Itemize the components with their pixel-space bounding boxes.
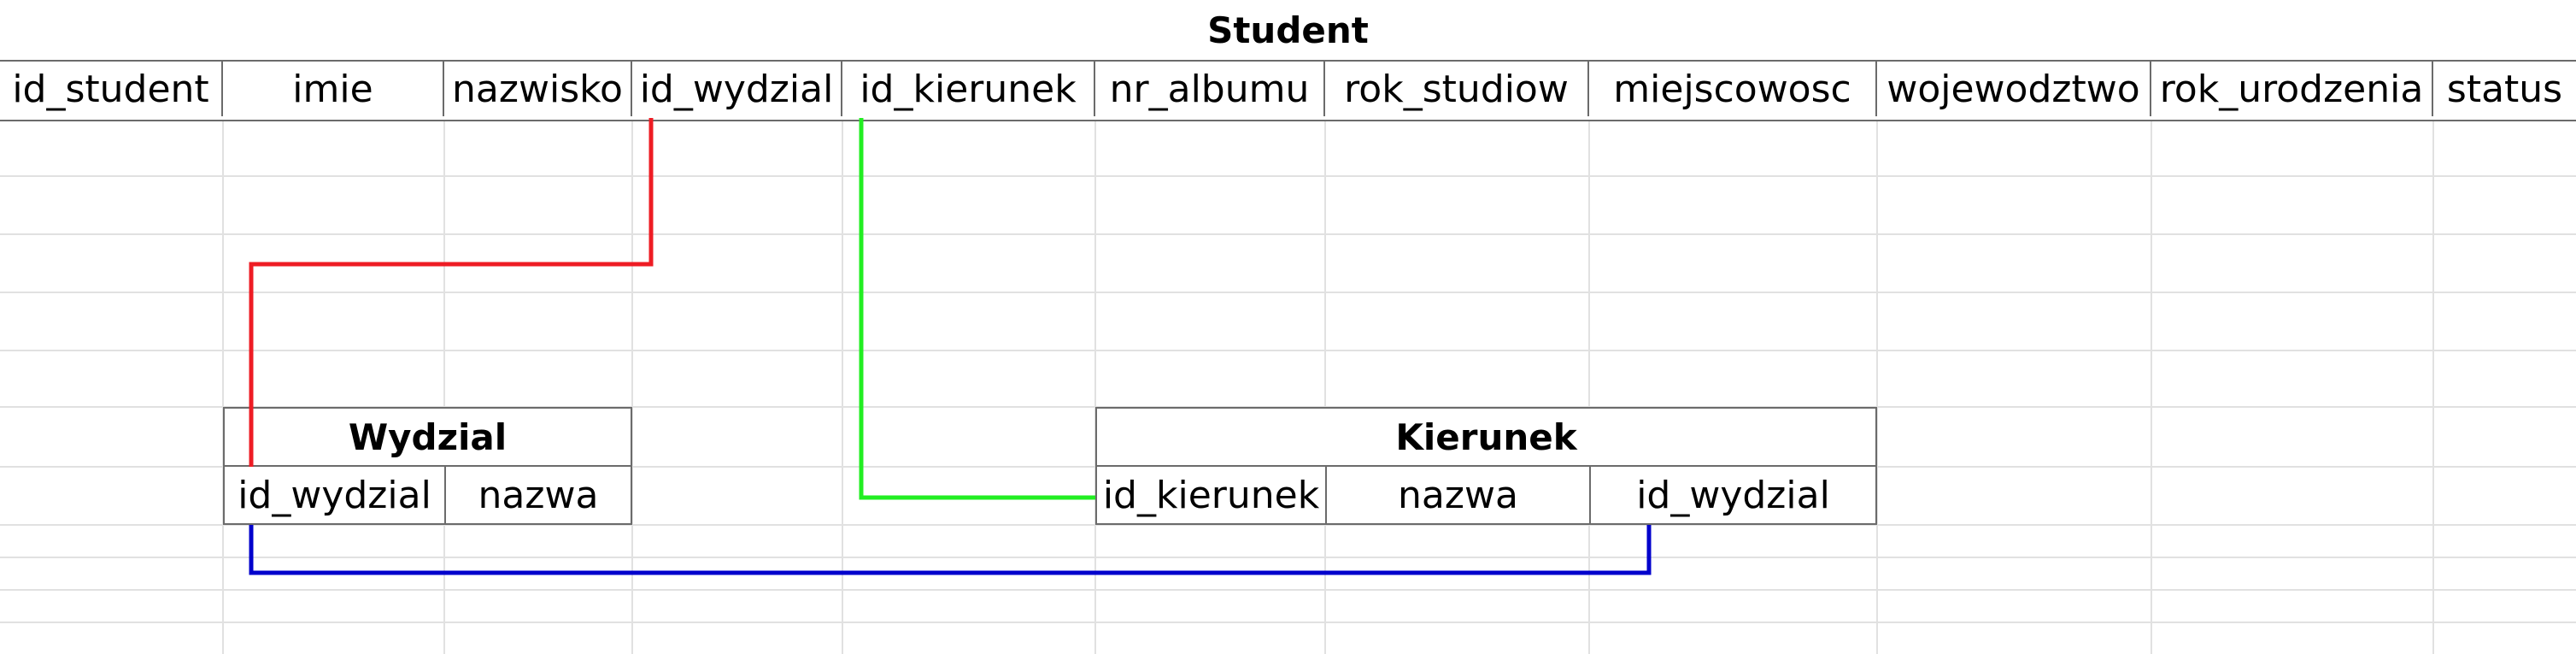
kierunek-column-nazwa: nazwa [1327,467,1591,523]
column-wojewodztwo: wojewodztwo [1877,62,2151,116]
column-nr-albumu: nr_albumu [1095,62,1325,116]
column-id-kierunek: id_kierunek [842,62,1095,116]
table-student-header-row: id_student imie nazwisko id_wydzial id_k… [0,60,2576,121]
relation-student-kierunek-line [859,118,1095,500]
table-student-title: Student [1207,9,1369,51]
column-rok-studiow: rok_studiow [1325,62,1589,116]
kierunek-column-id-kierunek: id_kierunek [1097,467,1327,523]
table-wydzial: Wydzial id_wydzial nazwa [223,407,632,525]
kierunek-column-id-wydzial: id_wydzial [1636,473,1830,517]
column-rok-urodzenia: rok_urodzenia [2151,62,2433,116]
relation-wydzial-kierunek-line [249,525,1652,575]
column-status: status [2446,67,2563,111]
column-miejscowosc: miejscowosc [1589,62,1877,116]
wydzial-column-id-wydzial: id_wydzial [225,467,446,523]
column-nazwisko: nazwisko [444,62,632,116]
table-wydzial-title: Wydzial [225,409,631,467]
table-student: Student id_student imie nazwisko id_wydz… [0,0,2576,121]
column-imie: imie [223,62,444,116]
column-id-student: id_student [0,62,223,116]
table-kierunek: Kierunek id_kierunek nazwa id_wydzial [1095,407,1877,525]
relation-student-wydzial-line [249,118,654,467]
column-id-wydzial: id_wydzial [632,62,842,116]
wydzial-column-nazwa: nazwa [478,473,599,517]
table-kierunek-title: Kierunek [1097,409,1875,467]
